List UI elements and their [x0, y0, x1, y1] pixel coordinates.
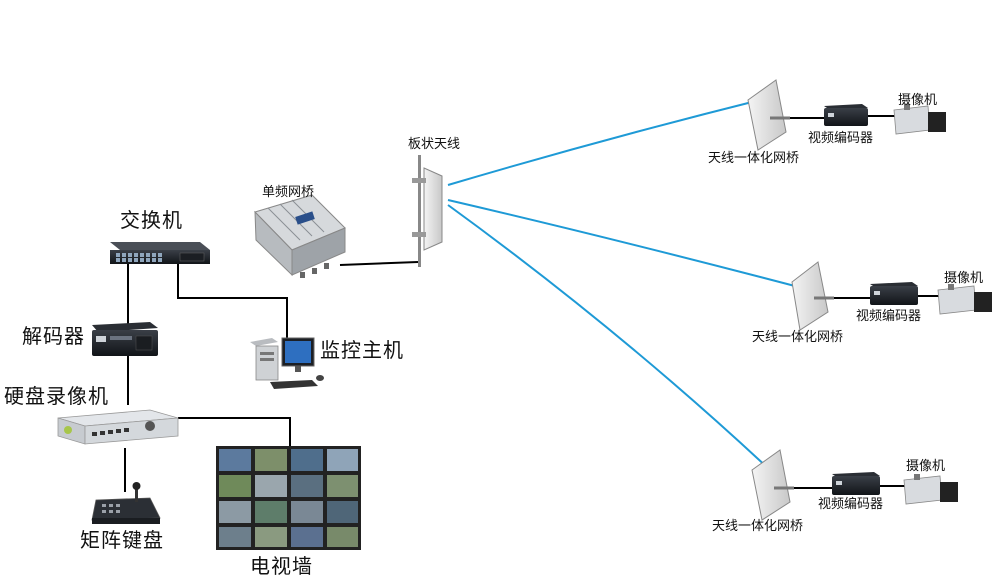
label-site-3-bridge: 天线一体化网桥	[712, 519, 804, 534]
site-1-camera	[893, 104, 946, 135]
label-site-1-bridge: 天线一体化网桥	[708, 151, 800, 166]
site-1-encoder	[824, 104, 868, 126]
panel-antenna-device	[412, 155, 443, 267]
wired-links	[124, 115, 940, 492]
site-2-bridge	[791, 261, 834, 331]
site-1-bridge	[747, 79, 790, 151]
link-switch-host	[177, 262, 288, 340]
label-site-2-encoder: 视频编码器	[856, 309, 922, 324]
label-switch: 交换机	[120, 208, 183, 232]
label-site-3-camera: 摄像机	[906, 459, 946, 474]
label-dvr: 硬盘录像机	[4, 384, 109, 408]
label-monitor-host: 监控主机	[320, 338, 404, 362]
monitor-host-device	[250, 337, 324, 389]
link-bridge-antenna	[339, 261, 419, 266]
label-matrix-keyboard: 矩阵键盘	[80, 528, 164, 552]
wireless-link-site-3	[447, 204, 771, 471]
single-bridge-device	[254, 194, 346, 278]
dvr-device	[57, 409, 179, 445]
label-panel-antenna: 板状天线	[408, 137, 461, 152]
decoder-device	[92, 322, 158, 356]
site-2-camera	[937, 284, 992, 315]
site-3-encoder	[832, 472, 880, 495]
label-site-2-bridge: 天线一体化网桥	[752, 330, 844, 345]
site-2-encoder	[870, 282, 918, 305]
wireless-links	[447, 99, 811, 471]
label-site-1-camera: 摄像机	[898, 93, 938, 108]
link-dvr-wall	[178, 417, 291, 446]
label-site-2-camera: 摄像机	[944, 271, 984, 286]
matrix-keyboard-device	[91, 482, 161, 524]
video-wall-device	[216, 446, 361, 550]
wireless-link-site-2	[447, 199, 811, 291]
label-video-wall: 电视墙	[250, 554, 313, 578]
switch-device	[110, 242, 210, 264]
label-site-1-encoder: 视频编码器	[808, 131, 874, 146]
label-single-bridge: 单频网桥	[262, 185, 315, 200]
label-site-3-encoder: 视频编码器	[818, 497, 884, 512]
label-decoder: 解码器	[22, 324, 85, 348]
wireless-link-site-1	[447, 99, 761, 186]
site-3-camera	[903, 474, 958, 505]
site-3-bridge	[751, 449, 794, 521]
